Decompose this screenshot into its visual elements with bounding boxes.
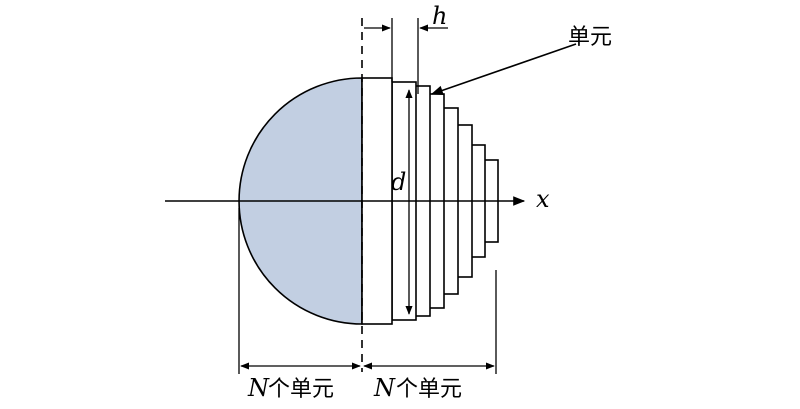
cell-label: 单元 <box>568 25 612 50</box>
n-cells-left-dimension: N 个单元 <box>240 362 361 402</box>
x-axis-label: x <box>536 185 550 213</box>
n-left-text: 个单元 <box>268 377 334 402</box>
n-left-var: N <box>247 374 270 402</box>
h-dimension: h <box>364 2 448 94</box>
n-right-text: 个单元 <box>396 377 462 402</box>
cell-pointer: 单元 <box>430 25 612 95</box>
n-cells-right-dimension: N 个单元 <box>363 362 495 402</box>
h-label: h <box>432 2 447 30</box>
d-label: d <box>391 168 406 196</box>
d-dimension: d <box>391 89 413 315</box>
n-right-var: N <box>373 374 396 402</box>
